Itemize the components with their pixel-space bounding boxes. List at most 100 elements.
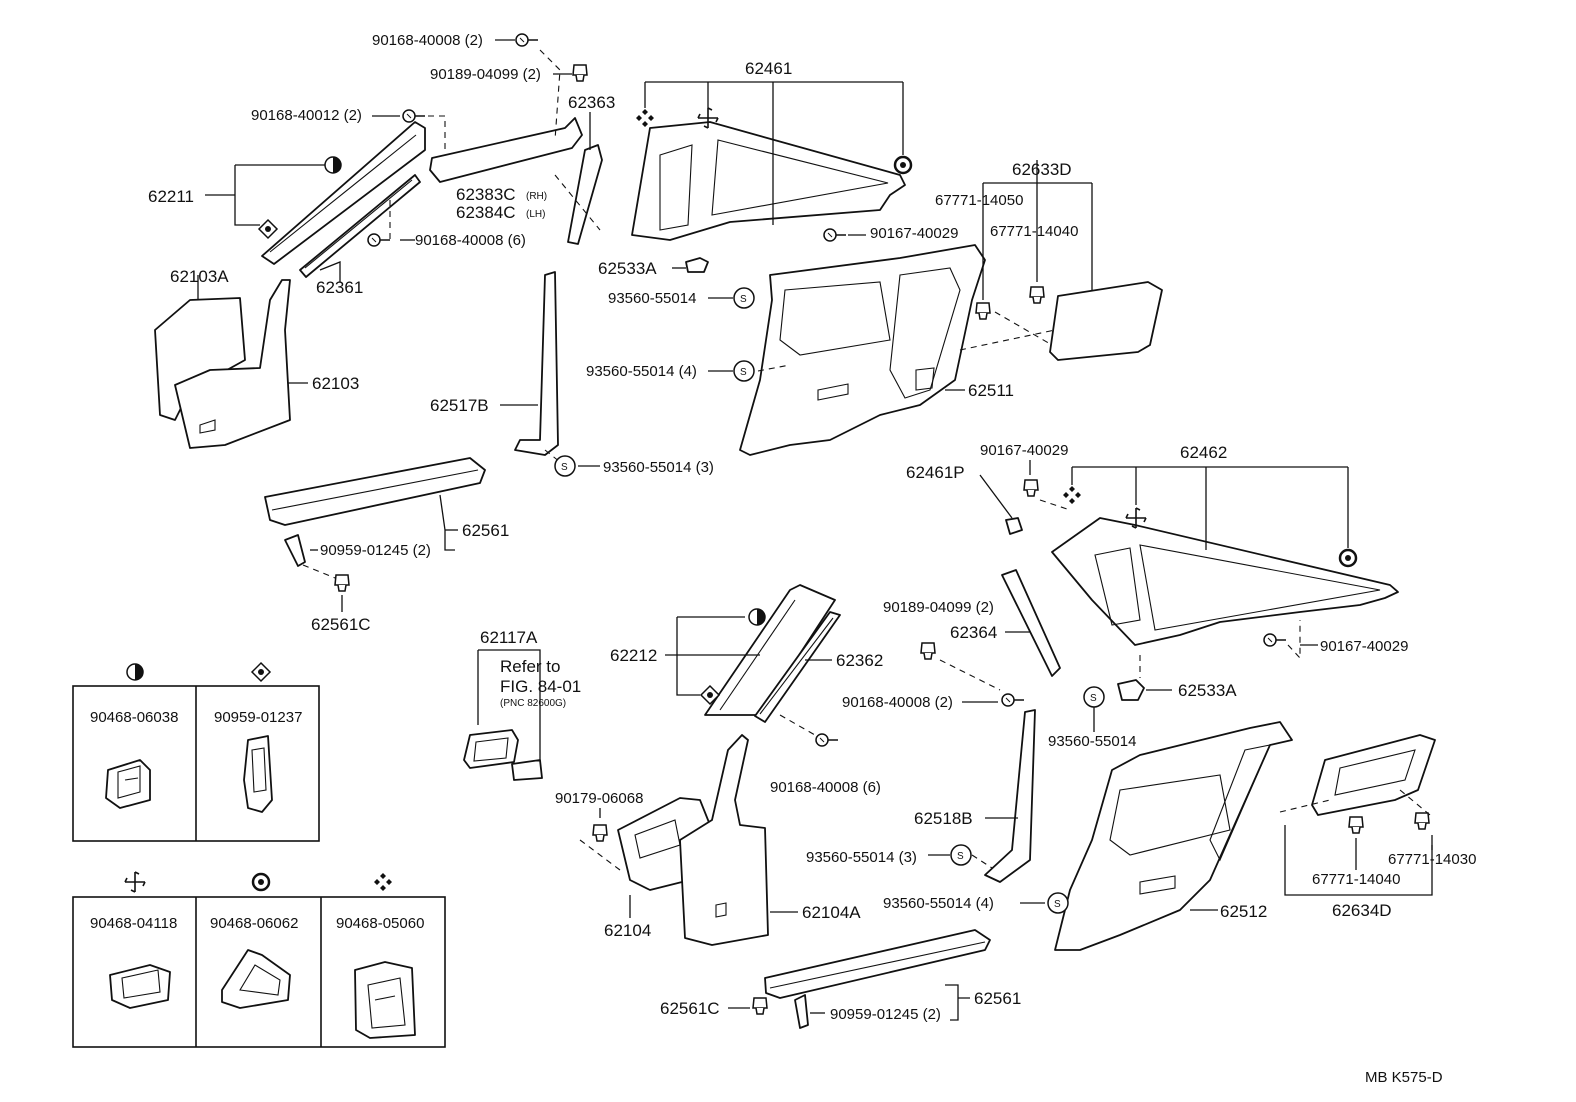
- part-62362: [754, 611, 841, 723]
- s-letter: S: [1090, 693, 1097, 704]
- label-93560-55014-4b: 93560-55014 (4): [883, 895, 994, 912]
- part-62117a: [463, 729, 519, 769]
- clip-drawing-90468-06038: [105, 759, 151, 809]
- clip-icon: [334, 574, 350, 592]
- clip-drawing-90468-05060: [354, 961, 416, 1039]
- half-filled-circle-icon: [748, 608, 766, 626]
- label-62533a-b: 62533A: [1178, 681, 1237, 700]
- part-62511: [739, 244, 986, 456]
- label-67771-14040a: 67771-14040: [990, 223, 1078, 240]
- screw-icon: [823, 228, 847, 242]
- label-62461: 62461: [745, 59, 792, 78]
- part-62561-bottom: [764, 929, 991, 999]
- part-90959-01245-top: [284, 534, 306, 567]
- part-62363: [567, 144, 603, 245]
- part-62517b: [514, 271, 559, 456]
- label-67771-14050: 67771-14050: [935, 192, 1023, 209]
- label-90959-01245-2b: 90959-01245 (2): [830, 1006, 941, 1023]
- part-62461: [631, 121, 906, 241]
- part-62533a-top: [685, 257, 709, 273]
- half-filled-circle-icon: [324, 156, 342, 174]
- label-62104: 62104: [604, 921, 651, 940]
- label-90189-04099-2b: 90189-04099 (2): [883, 599, 994, 616]
- s-letter: S: [561, 462, 568, 473]
- target-circle-icon: [251, 872, 271, 892]
- clip-icon: [752, 997, 768, 1015]
- label-62561b: 62561: [974, 989, 1021, 1008]
- four-diamond-icon: [1063, 486, 1081, 504]
- label-62211: 62211: [148, 187, 194, 206]
- legend-90468-06038: 90468-06038: [90, 709, 178, 726]
- clip-icon: [1348, 816, 1364, 834]
- s-letter: S: [957, 851, 964, 862]
- s-letter: S: [740, 294, 747, 305]
- label-62117a: 62117A: [480, 628, 538, 647]
- label-93560-55014b: 93560-55014: [1048, 733, 1136, 750]
- label-62363: 62363: [568, 93, 615, 112]
- label-62362: 62362: [836, 651, 883, 670]
- label-90167-40029a: 90167-40029: [870, 225, 958, 242]
- four-diamond-icon: [374, 873, 392, 891]
- clip-drawing-90959-01237: [243, 735, 273, 813]
- four-diamond-icon: [636, 109, 654, 127]
- label-93560-55014-3b: 93560-55014 (3): [806, 849, 917, 866]
- pinwheel-icon: [124, 871, 146, 893]
- label-62104a: 62104A: [802, 903, 861, 922]
- part-62634d: [1311, 734, 1436, 816]
- refer-text-3: (PNC 82600G): [500, 698, 566, 709]
- label-90168-40008-6b: 90168-40008 (6): [770, 779, 881, 796]
- clip-icon: [1414, 812, 1430, 830]
- label-62511: 62511: [968, 381, 1014, 400]
- screw-icon: [402, 109, 426, 123]
- label-67771-14040b: 67771-14040: [1312, 871, 1400, 888]
- part-90959-01245-bottom: [794, 994, 809, 1029]
- label-93560-55014-3a: 93560-55014 (3): [603, 459, 714, 476]
- clip-icon: [1029, 286, 1045, 304]
- refer-text-2: FIG. 84-01: [500, 677, 581, 696]
- label-62383c: 62383C: [456, 185, 516, 204]
- legend-box-bottom: [72, 896, 446, 1048]
- label-62561a: 62561: [462, 521, 509, 540]
- label-62383c-rh: (RH): [526, 191, 547, 202]
- label-90168-40008-2a: 90168-40008 (2): [372, 32, 483, 49]
- part-62561-top: [264, 457, 486, 526]
- label-90168-40008-2b: 90168-40008 (2): [842, 694, 953, 711]
- diamond-dot-icon: [258, 219, 278, 239]
- part-62104a: [679, 734, 769, 946]
- label-90168-40012-2: 90168-40012 (2): [251, 107, 362, 124]
- clip-icon: [1023, 479, 1039, 497]
- label-90167-40029b: 90167-40029: [980, 442, 1068, 459]
- label-62103: 62103: [312, 374, 359, 393]
- screw-icon: [1263, 633, 1287, 647]
- clip-icon: [592, 824, 608, 842]
- part-62461p: [1005, 517, 1023, 535]
- clip-drawing-90468-06062: [221, 949, 291, 1009]
- screw-icon: [515, 33, 539, 47]
- legend-90468-05060: 90468-05060: [336, 915, 424, 932]
- s-letter: S: [1054, 899, 1061, 910]
- clip-icon: [572, 64, 588, 82]
- part-62383c: [429, 117, 583, 183]
- diamond-dot-icon: [251, 662, 271, 682]
- label-62103a: 62103A: [170, 267, 229, 286]
- part-62212: [704, 584, 836, 716]
- label-62633d: 62633D: [1012, 160, 1072, 179]
- label-90168-40008-6a: 90168-40008 (6): [415, 232, 526, 249]
- diagram-code: MB K575-D: [1365, 1069, 1443, 1086]
- label-62384c: 62384C: [456, 203, 516, 222]
- label-62634d: 62634D: [1332, 901, 1392, 920]
- screw-icon: [367, 233, 391, 247]
- label-62533a-a: 62533A: [598, 259, 657, 278]
- part-62462: [1051, 517, 1399, 646]
- legend-90468-06062: 90468-06062: [210, 915, 298, 932]
- label-62561c-a: 62561C: [311, 615, 371, 634]
- label-62518b: 62518B: [914, 809, 973, 828]
- label-93560-55014-4a: 93560-55014 (4): [586, 363, 697, 380]
- label-62384c-lh: (LH): [526, 209, 545, 220]
- label-62462: 62462: [1180, 443, 1227, 462]
- half-filled-circle-icon: [126, 663, 144, 681]
- label-62361: 62361: [316, 278, 363, 297]
- label-62512: 62512: [1220, 902, 1267, 921]
- label-62461p: 62461P: [906, 463, 965, 482]
